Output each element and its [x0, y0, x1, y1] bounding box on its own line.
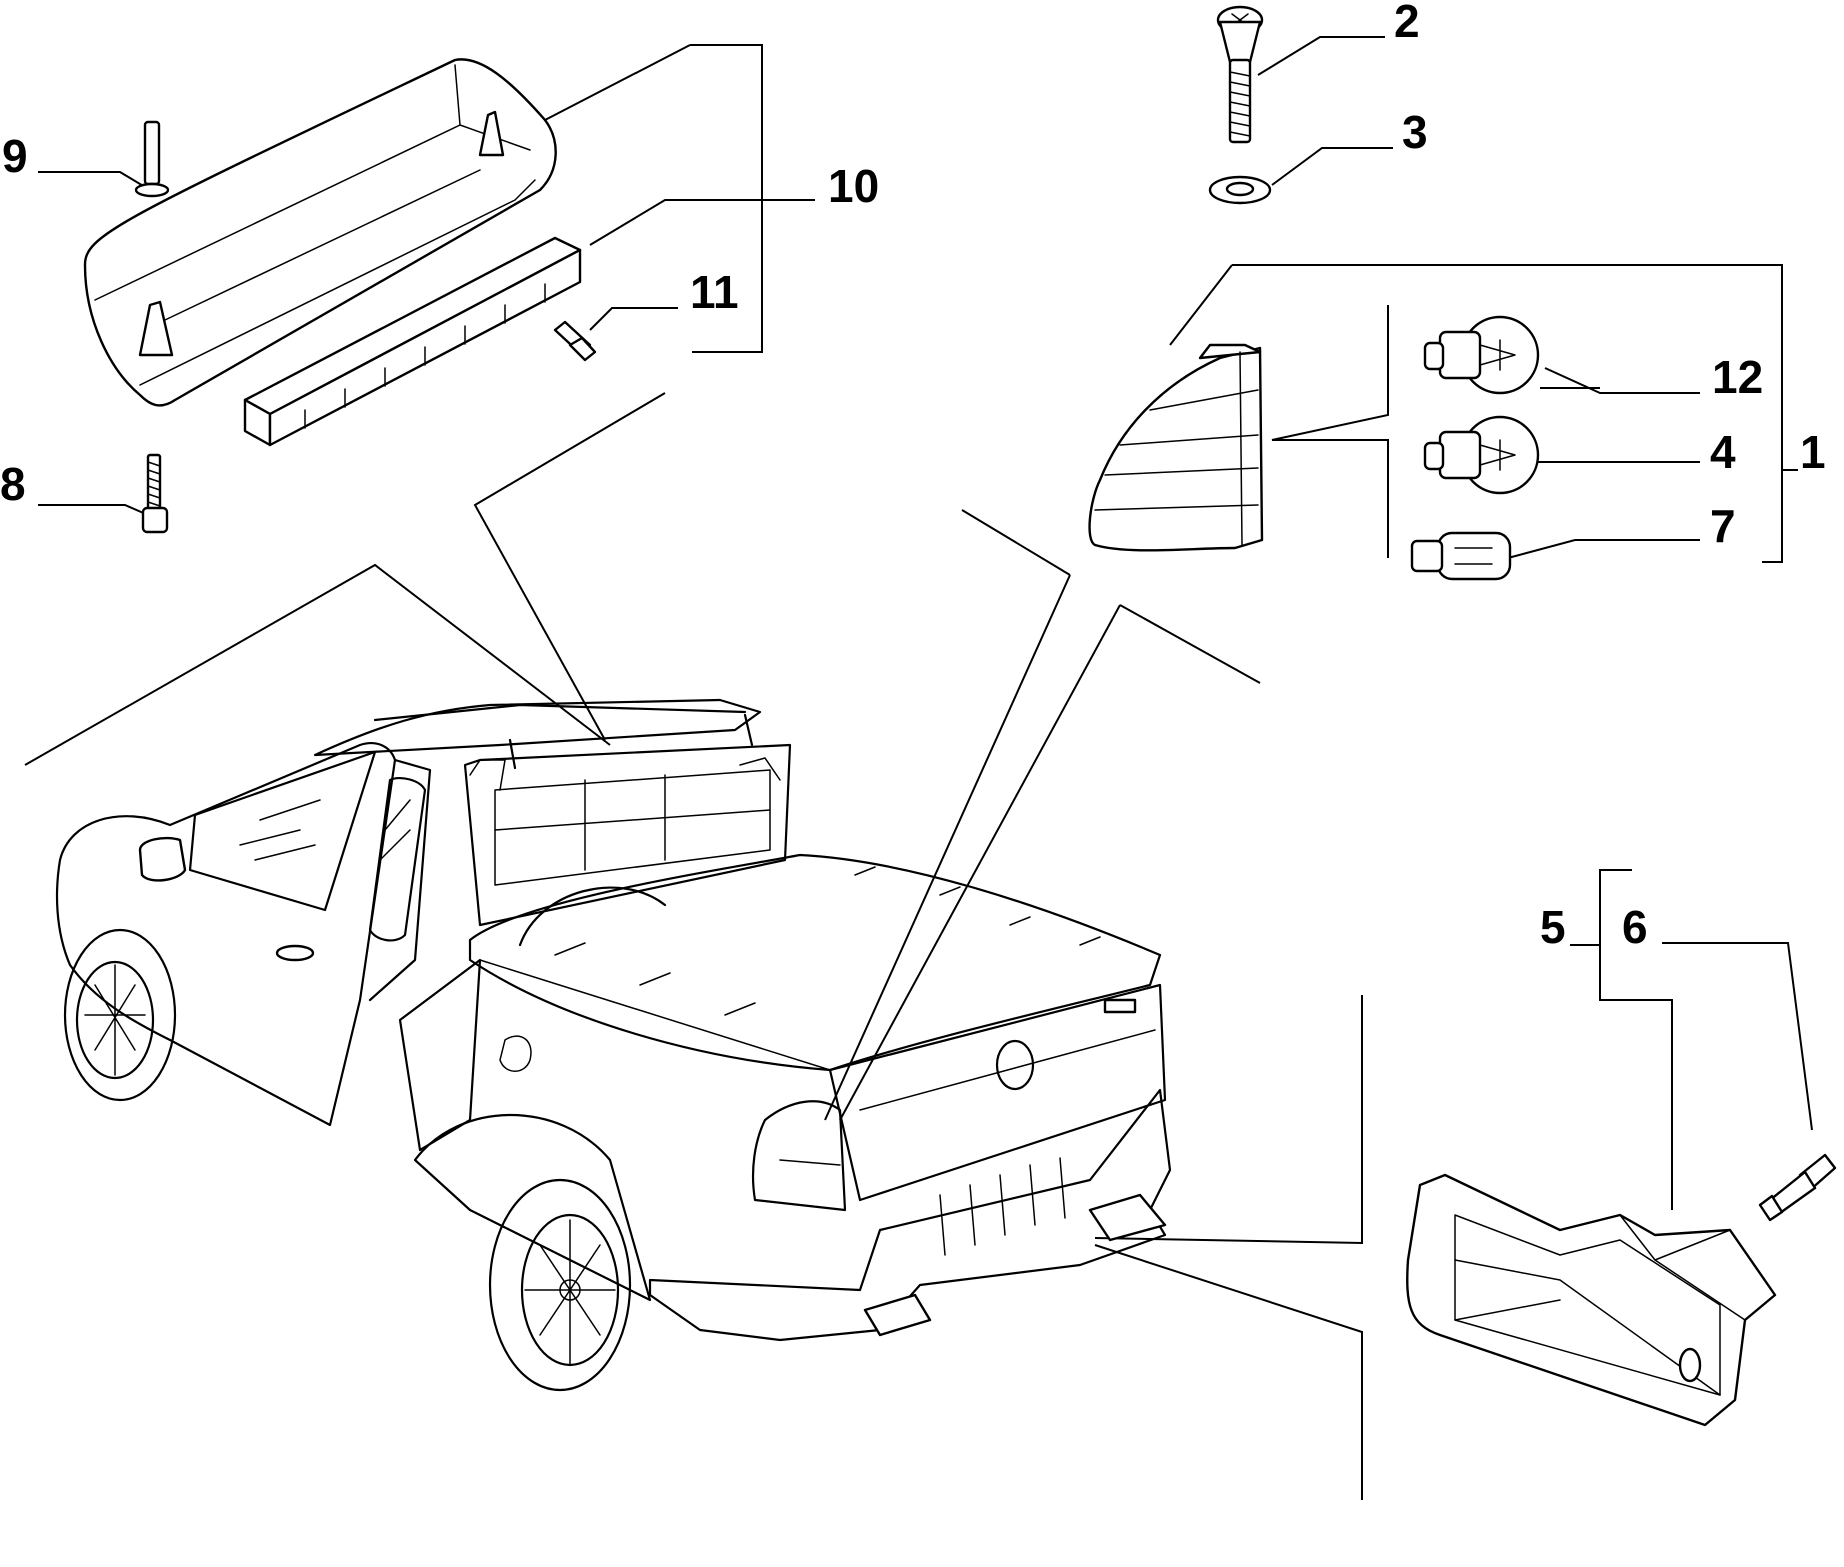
callout-5: 5: [1540, 901, 1566, 953]
pickup-truck: [55, 698, 1172, 1392]
bulb-part-12: [1423, 315, 1540, 395]
bolt-part-8: [141, 453, 169, 534]
callout-9: 9: [2, 130, 28, 182]
washer-part-3: [1208, 175, 1272, 205]
clip-part-11: [553, 320, 597, 362]
step-tray-part-10: [83, 58, 557, 407]
callout-10: 10: [828, 160, 879, 212]
callout-12: 12: [1712, 351, 1763, 403]
bulb-part-7: [1410, 531, 1512, 581]
pin-part-9: [134, 120, 170, 198]
callout-7: 7: [1710, 500, 1736, 552]
callout-1: 1: [1800, 426, 1826, 478]
callout-8: 8: [0, 458, 26, 510]
screw-part-2: [1216, 5, 1264, 144]
plate-lamp-part-5: [1406, 1173, 1777, 1427]
bulb-part-6: [1758, 1153, 1837, 1222]
leader-lines: [24, 36, 1813, 1500]
callout-11: 11: [690, 266, 739, 318]
callout-labels: 9 8 10 11 2 3 12 4 7 1 5 6: [0, 0, 1826, 953]
callout-6: 6: [1622, 901, 1648, 953]
callout-3: 3: [1402, 106, 1428, 158]
bulb-part-4: [1423, 415, 1540, 495]
callout-2: 2: [1394, 0, 1420, 47]
callout-4: 4: [1710, 426, 1736, 478]
tail-lamp-part-1: [1088, 343, 1264, 552]
sill-strip-part-10: [243, 236, 582, 447]
